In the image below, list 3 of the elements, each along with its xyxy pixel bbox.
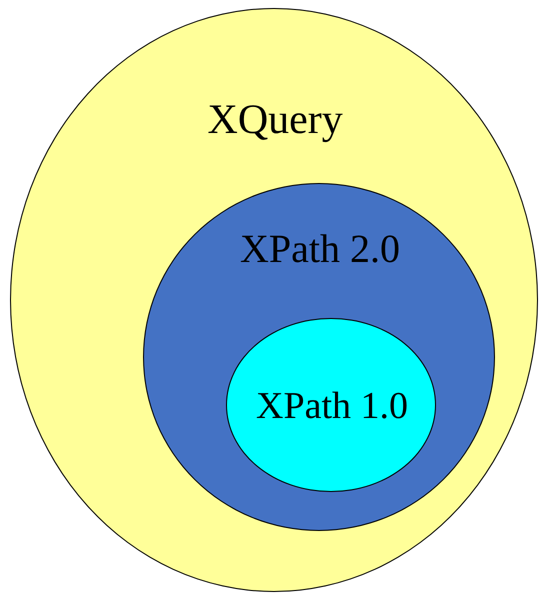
set-label: XPath 1.0 (256, 387, 408, 425)
set-label: XPath 2.0 (240, 229, 400, 269)
set-label: XQuery (208, 99, 343, 141)
